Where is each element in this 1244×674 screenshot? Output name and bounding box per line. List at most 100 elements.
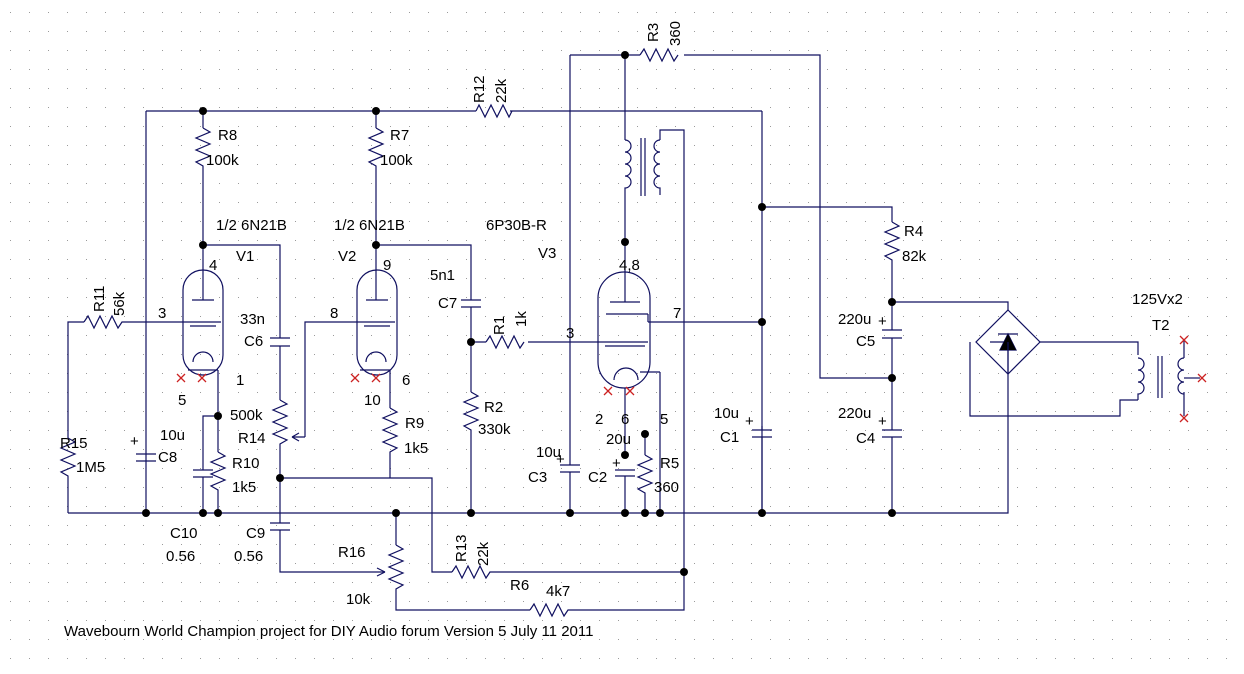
junction-dots	[142, 51, 896, 576]
c7-name: C7	[438, 295, 457, 312]
resistor-r16	[387, 544, 405, 590]
r12-value: 22k	[493, 78, 510, 103]
r10-name: R10	[232, 455, 260, 472]
c10-value: 0.56	[166, 548, 195, 565]
c3-name: C3	[528, 469, 547, 486]
capacitors	[136, 299, 902, 538]
c8-value: 10u	[160, 427, 185, 444]
capacitor-c9	[270, 522, 290, 538]
resistor-r11	[83, 314, 128, 330]
t2-value: 125Vx2	[1132, 291, 1183, 308]
v3-pin-cathode: 5	[660, 411, 668, 428]
resistor-r2	[462, 391, 480, 438]
v2-pin-heater: 10	[364, 392, 381, 409]
r9-name: R9	[405, 415, 424, 432]
resistor-r5	[636, 454, 654, 500]
capacitor-c4	[882, 429, 902, 445]
r9-value: 1k5	[404, 440, 428, 457]
c5-name: C5	[856, 333, 875, 350]
c5-plus: +	[878, 313, 887, 330]
capacitor-c5	[882, 329, 902, 346]
c2-name: C2	[588, 469, 607, 486]
r2-value: 330k	[478, 421, 511, 438]
resistor-r7	[367, 127, 385, 174]
r5-name: R5	[660, 455, 679, 472]
resistor-r6	[529, 602, 576, 618]
c4-name: C4	[856, 430, 875, 447]
r13-name: R13	[453, 534, 470, 562]
r11-value: 56k	[111, 291, 128, 316]
r8-name: R8	[218, 127, 237, 144]
capacitor-c7	[461, 299, 481, 312]
resistor-r9	[381, 407, 399, 460]
no-connect-markers	[176, 335, 1207, 423]
v3-type: 6P30B-R	[486, 217, 547, 234]
c3-value: 10u	[536, 444, 561, 461]
c8-plus: +	[130, 433, 139, 450]
capacitor-c10	[193, 469, 213, 513]
r12-name: R12	[471, 75, 488, 103]
wiper-r14	[291, 432, 305, 442]
v3-name: V3	[538, 245, 556, 262]
r1-value: 1k	[513, 311, 530, 327]
r16-value: 10k	[346, 591, 371, 608]
capacitor-c3	[560, 464, 580, 513]
c2-value: 20u	[606, 431, 631, 448]
c4-value: 220u	[838, 405, 871, 422]
r10-value: 1k5	[232, 479, 256, 496]
v2-pin-cathode: 6	[402, 372, 410, 389]
v1-type: 1/2 6N21B	[216, 217, 287, 234]
c9-value: 0.56	[234, 548, 263, 565]
v2-pin-grid: 8	[330, 305, 338, 322]
c6-name: C6	[244, 333, 263, 350]
tube-v2	[356, 269, 398, 376]
c7-value: 5n1	[430, 267, 455, 284]
c1-name: C1	[720, 429, 739, 446]
c6-value: 33n	[240, 311, 265, 328]
wiper-r16	[376, 567, 386, 577]
v3-pin-g2: 7	[673, 305, 681, 322]
grid-dots	[10, 12, 1227, 659]
r15-name: R15	[60, 435, 88, 452]
c8-name: C8	[158, 449, 177, 466]
c5-value: 220u	[838, 311, 871, 328]
r2-name: R2	[484, 399, 503, 416]
c2-plus: +	[612, 455, 621, 472]
r16-name: R16	[338, 544, 366, 561]
r1-name: R1	[491, 316, 508, 335]
r11-name: R11	[91, 286, 108, 312]
r8-value: 100k	[206, 152, 239, 169]
r7-name: R7	[390, 127, 409, 144]
v1-name: V1	[236, 248, 254, 265]
v3-pin-heater-b: 6	[621, 411, 629, 428]
v2-pin-plate: 9	[383, 257, 391, 274]
r15-value: 1M5	[76, 459, 105, 476]
r7-value: 100k	[380, 152, 413, 169]
r6-value: 4k7	[546, 583, 570, 600]
c9-name: C9	[246, 525, 265, 542]
v1-pin-heater: 5	[178, 392, 186, 409]
v2-type: 1/2 6N21B	[334, 217, 405, 234]
resistor-r4	[883, 221, 901, 268]
v3-pin-grid: 3	[566, 325, 574, 342]
resistor-r14	[271, 399, 289, 450]
r5-value: 360	[654, 479, 679, 496]
capacitor-c1	[752, 429, 772, 445]
t2-name: T2	[1152, 317, 1170, 334]
c3-plus: +	[556, 451, 565, 468]
r14-value: 500k	[230, 407, 263, 424]
footer-caption: Wavebourn World Champion project for DIY…	[64, 623, 593, 640]
r3-name: R3	[645, 23, 662, 42]
r4-value: 82k	[902, 248, 927, 265]
resistors	[59, 47, 901, 618]
c4-plus: +	[878, 413, 887, 430]
resistor-r8	[194, 127, 212, 174]
labels: R8 100k R7 100k R12 22k R3 360 R4 82k 1/…	[60, 21, 1183, 640]
v2-name: V2	[338, 248, 356, 265]
r4-name: R4	[904, 223, 923, 240]
v1-pin-grid: 3	[158, 305, 166, 322]
resistor-r3	[639, 47, 679, 63]
capacitor-c2	[615, 469, 635, 477]
resistor-r1	[485, 334, 525, 350]
